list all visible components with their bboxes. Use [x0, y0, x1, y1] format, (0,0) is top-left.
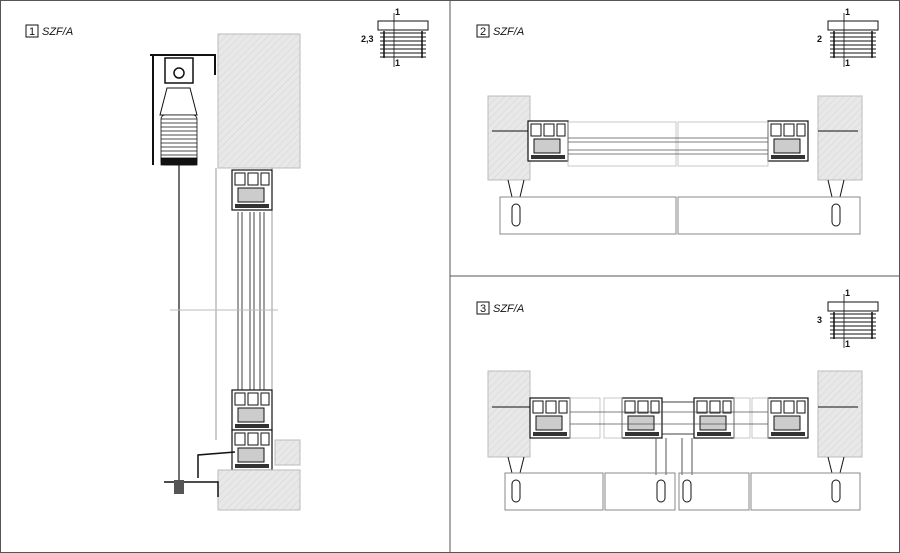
- panel-3-key-side: 3: [817, 315, 822, 325]
- panel-2-number-box: [476, 24, 490, 38]
- panel-2-key-bottom: 1: [845, 58, 850, 68]
- panel-1-vertical-section: 1 SZF/A 1 1 2,3: [25, 7, 429, 511]
- right-wall: [817, 370, 863, 458]
- panel-1-key-side: 2,3: [361, 34, 374, 44]
- panel-2-key-side: 2: [817, 34, 822, 44]
- panel-1-number: 1: [29, 26, 35, 38]
- panel-3-horizontal-section: 3 SZF/A 1 1 3: [476, 288, 879, 511]
- panel-2-key-diagram: [827, 12, 879, 68]
- blind-right: [677, 196, 861, 235]
- left-wall: [487, 370, 531, 458]
- panel-3-key-bottom: 1: [845, 339, 850, 349]
- right-wall: [817, 95, 863, 181]
- handle-left: [511, 203, 521, 227]
- panel-2-number: 2: [480, 26, 486, 38]
- panel-2-title: SZF/A: [493, 26, 524, 38]
- panel-1-number-box: [25, 24, 39, 38]
- panel-3-number-box: [476, 301, 490, 315]
- blind-3: [678, 472, 750, 511]
- left-wall: [487, 95, 531, 181]
- slat-package: [160, 114, 198, 166]
- panel-1-key-diagram: [377, 12, 429, 68]
- panel-3-key-top: 1: [845, 288, 850, 298]
- blind-2: [604, 472, 676, 511]
- sill-wall: [217, 469, 301, 511]
- panel-3-title: SZF/A: [493, 303, 524, 315]
- panel-1-key-bottom: 1: [395, 58, 400, 68]
- blind-left: [499, 196, 677, 235]
- lintel-wall: [217, 33, 301, 169]
- blind-4: [750, 472, 861, 511]
- panel-2-horizontal-section: 2 SZF/A 1 1 2: [476, 7, 879, 235]
- handle-right: [831, 203, 841, 227]
- glazing: [237, 212, 265, 390]
- motor-housing: [164, 57, 194, 84]
- sill: [197, 451, 236, 478]
- panel-1-key-top: 1: [395, 7, 400, 17]
- panel-3-number: 3: [480, 303, 486, 315]
- panel-1-title: SZF/A: [42, 26, 73, 38]
- panel-2-key-top: 1: [845, 7, 850, 17]
- bottom-bracket: [164, 481, 219, 497]
- blind-1: [504, 472, 604, 511]
- panel-3-key-diagram: [827, 293, 879, 349]
